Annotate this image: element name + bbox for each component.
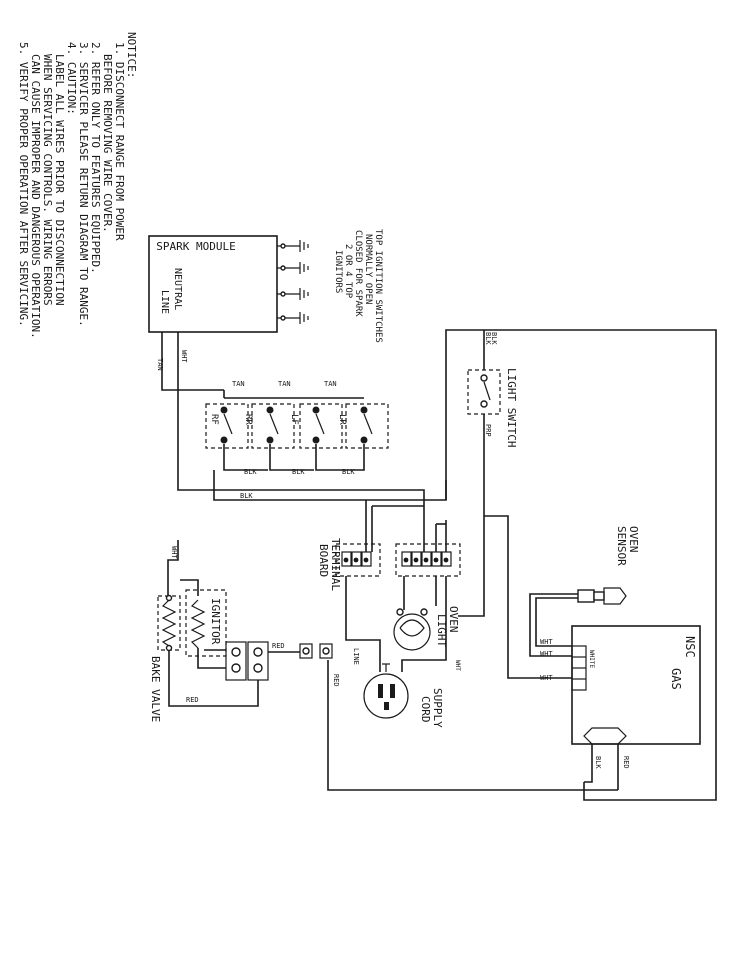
notice-line-4: 3. SERVICER PLEASE RETURN DIAGRAM TO RAN… (77, 42, 90, 327)
switch-lf: LF LR (289, 403, 347, 449)
light-switch-label: LIGHT SWITCH (505, 368, 518, 447)
notice-line-8: CAN CAUSE IMPROPER AND DANGEROUS OPERATI… (29, 54, 42, 339)
svg-text:BLK: BLK (240, 492, 253, 500)
svg-text:TAN: TAN (278, 380, 291, 388)
notice-line-6: LABEL ALL WIRES PRIOR TO DISCONNECTION (53, 54, 66, 306)
svg-text:RED: RED (622, 756, 630, 769)
notice-line-9: 5. VERIFY PROPER OPERATION AFTER SERVICI… (17, 42, 30, 327)
gas-label: GAS (669, 668, 683, 690)
svg-text:CLOSED FOR SPARK: CLOSED FOR SPARK (353, 230, 363, 317)
svg-text:LR: LR (337, 414, 347, 425)
svg-text:WHT: WHT (540, 638, 553, 646)
supply-cord-label-1: SUPPLY (431, 688, 444, 728)
oven-light: OVEN LIGHT WHT (393, 576, 461, 671)
svg-text:NORMALLY OPEN: NORMALLY OPEN (363, 234, 373, 304)
svg-text:WHITE: WHITE (588, 650, 595, 668)
svg-text:BLK: BLK (490, 332, 498, 345)
svg-text:RED: RED (272, 642, 285, 650)
svg-text:2 OR 4 TOP: 2 OR 4 TOP (343, 244, 353, 299)
svg-text:WHT: WHT (170, 546, 178, 559)
nsc-gas-control: NSC GAS WHITE WHT BLK RED RED (327, 625, 701, 791)
ignitor-outputs (277, 240, 309, 324)
svg-text:TAN: TAN (156, 358, 164, 371)
switch-lr (345, 403, 389, 449)
oven-sensor: OVEN SENSOR WHT WHT (529, 526, 640, 658)
svg-text:BLK: BLK (292, 468, 305, 476)
svg-text:TAN: TAN (324, 380, 337, 388)
svg-text:BLK: BLK (244, 468, 257, 476)
svg-text:RR: RR (243, 414, 253, 425)
bake-valve-label: BAKE VALVE (149, 656, 162, 722)
notice-line-7: WHEN SERVICING CONTROLS. WIRING ERRORS (41, 54, 54, 306)
svg-text:BLK: BLK (342, 468, 355, 476)
svg-text:BLK: BLK (484, 332, 492, 345)
spark-module-note: TOP IGNITION SWITCHES NORMALLY OPEN CLOS… (333, 229, 383, 343)
notice-line-3: 2. REFER ONLY TO FEATURES EQUIPPED. (89, 42, 102, 274)
notice-block: NOTICE: 1. DISCONNECT RANGE FROM POWER B… (17, 32, 138, 339)
svg-text:WHT: WHT (454, 660, 461, 671)
svg-text:TAN: TAN (232, 380, 245, 388)
spark-module-line: LINE (159, 290, 170, 314)
terminal-board-label-1: TERMINAL (329, 538, 342, 591)
spark-module-neutral: NEUTRAL (172, 268, 183, 310)
notice-line-1: 1. DISCONNECT RANGE FROM POWER (113, 42, 126, 241)
ignitor-label: IGNITOR (209, 598, 222, 645)
svg-text:WHT: WHT (180, 350, 188, 363)
svg-text:WHT: WHT (540, 650, 553, 658)
svg-text:LF: LF (289, 414, 299, 425)
oven-sensor-label-1: OVEN (627, 526, 640, 553)
svg-text:PRP: PRP (484, 424, 492, 437)
supply-cord-label-2: CORD (419, 696, 432, 723)
oven-light-label-1: OVEN (447, 606, 460, 633)
spark-module: SPARK MODULE NEUTRAL LINE TOP IGNITION S… (148, 229, 383, 343)
notice-line-2: BEFORE REMOVING WIRE COVER. (101, 54, 114, 233)
terminal-board: TERMINAL BOARD (317, 500, 461, 591)
ignitor-bake-valve: WHT BAKE VALVE IGNITOR RED RED (149, 540, 333, 722)
nsc-label: NSC (683, 636, 697, 658)
notice-line-5: 4. CAUTION: (65, 42, 78, 115)
notice-title: NOTICE: (125, 32, 138, 78)
svg-text:TOP IGNITION SWITCHES: TOP IGNITION SWITCHES (373, 229, 383, 343)
svg-text:LINE: LINE (352, 648, 360, 665)
terminal-board-label-2: BOARD (317, 544, 330, 577)
switch-rf: RF RR (205, 403, 253, 449)
switch-rr (251, 403, 295, 449)
oven-sensor-label-2: SENSOR (615, 526, 628, 566)
spark-module-wires: TAN WHT (156, 332, 425, 540)
spark-module-label: SPARK MODULE (156, 240, 235, 253)
svg-text:RED: RED (186, 696, 199, 704)
supply-cord: LINE SUPPLY CORD (345, 576, 447, 728)
svg-text:BLK: BLK (594, 756, 602, 769)
svg-text:IGNITORS: IGNITORS (333, 250, 343, 293)
light-switch-circuit: BLK BLK LIGHT SWITCH PRP (445, 329, 717, 801)
ignition-switches: TAN TAN TAN RF RR LF LR (205, 380, 447, 501)
oven-light-label-2: LIGHT (435, 614, 448, 647)
svg-text:WHT: WHT (540, 674, 553, 682)
svg-text:RED: RED (332, 674, 340, 687)
svg-text:RF: RF (209, 414, 219, 425)
